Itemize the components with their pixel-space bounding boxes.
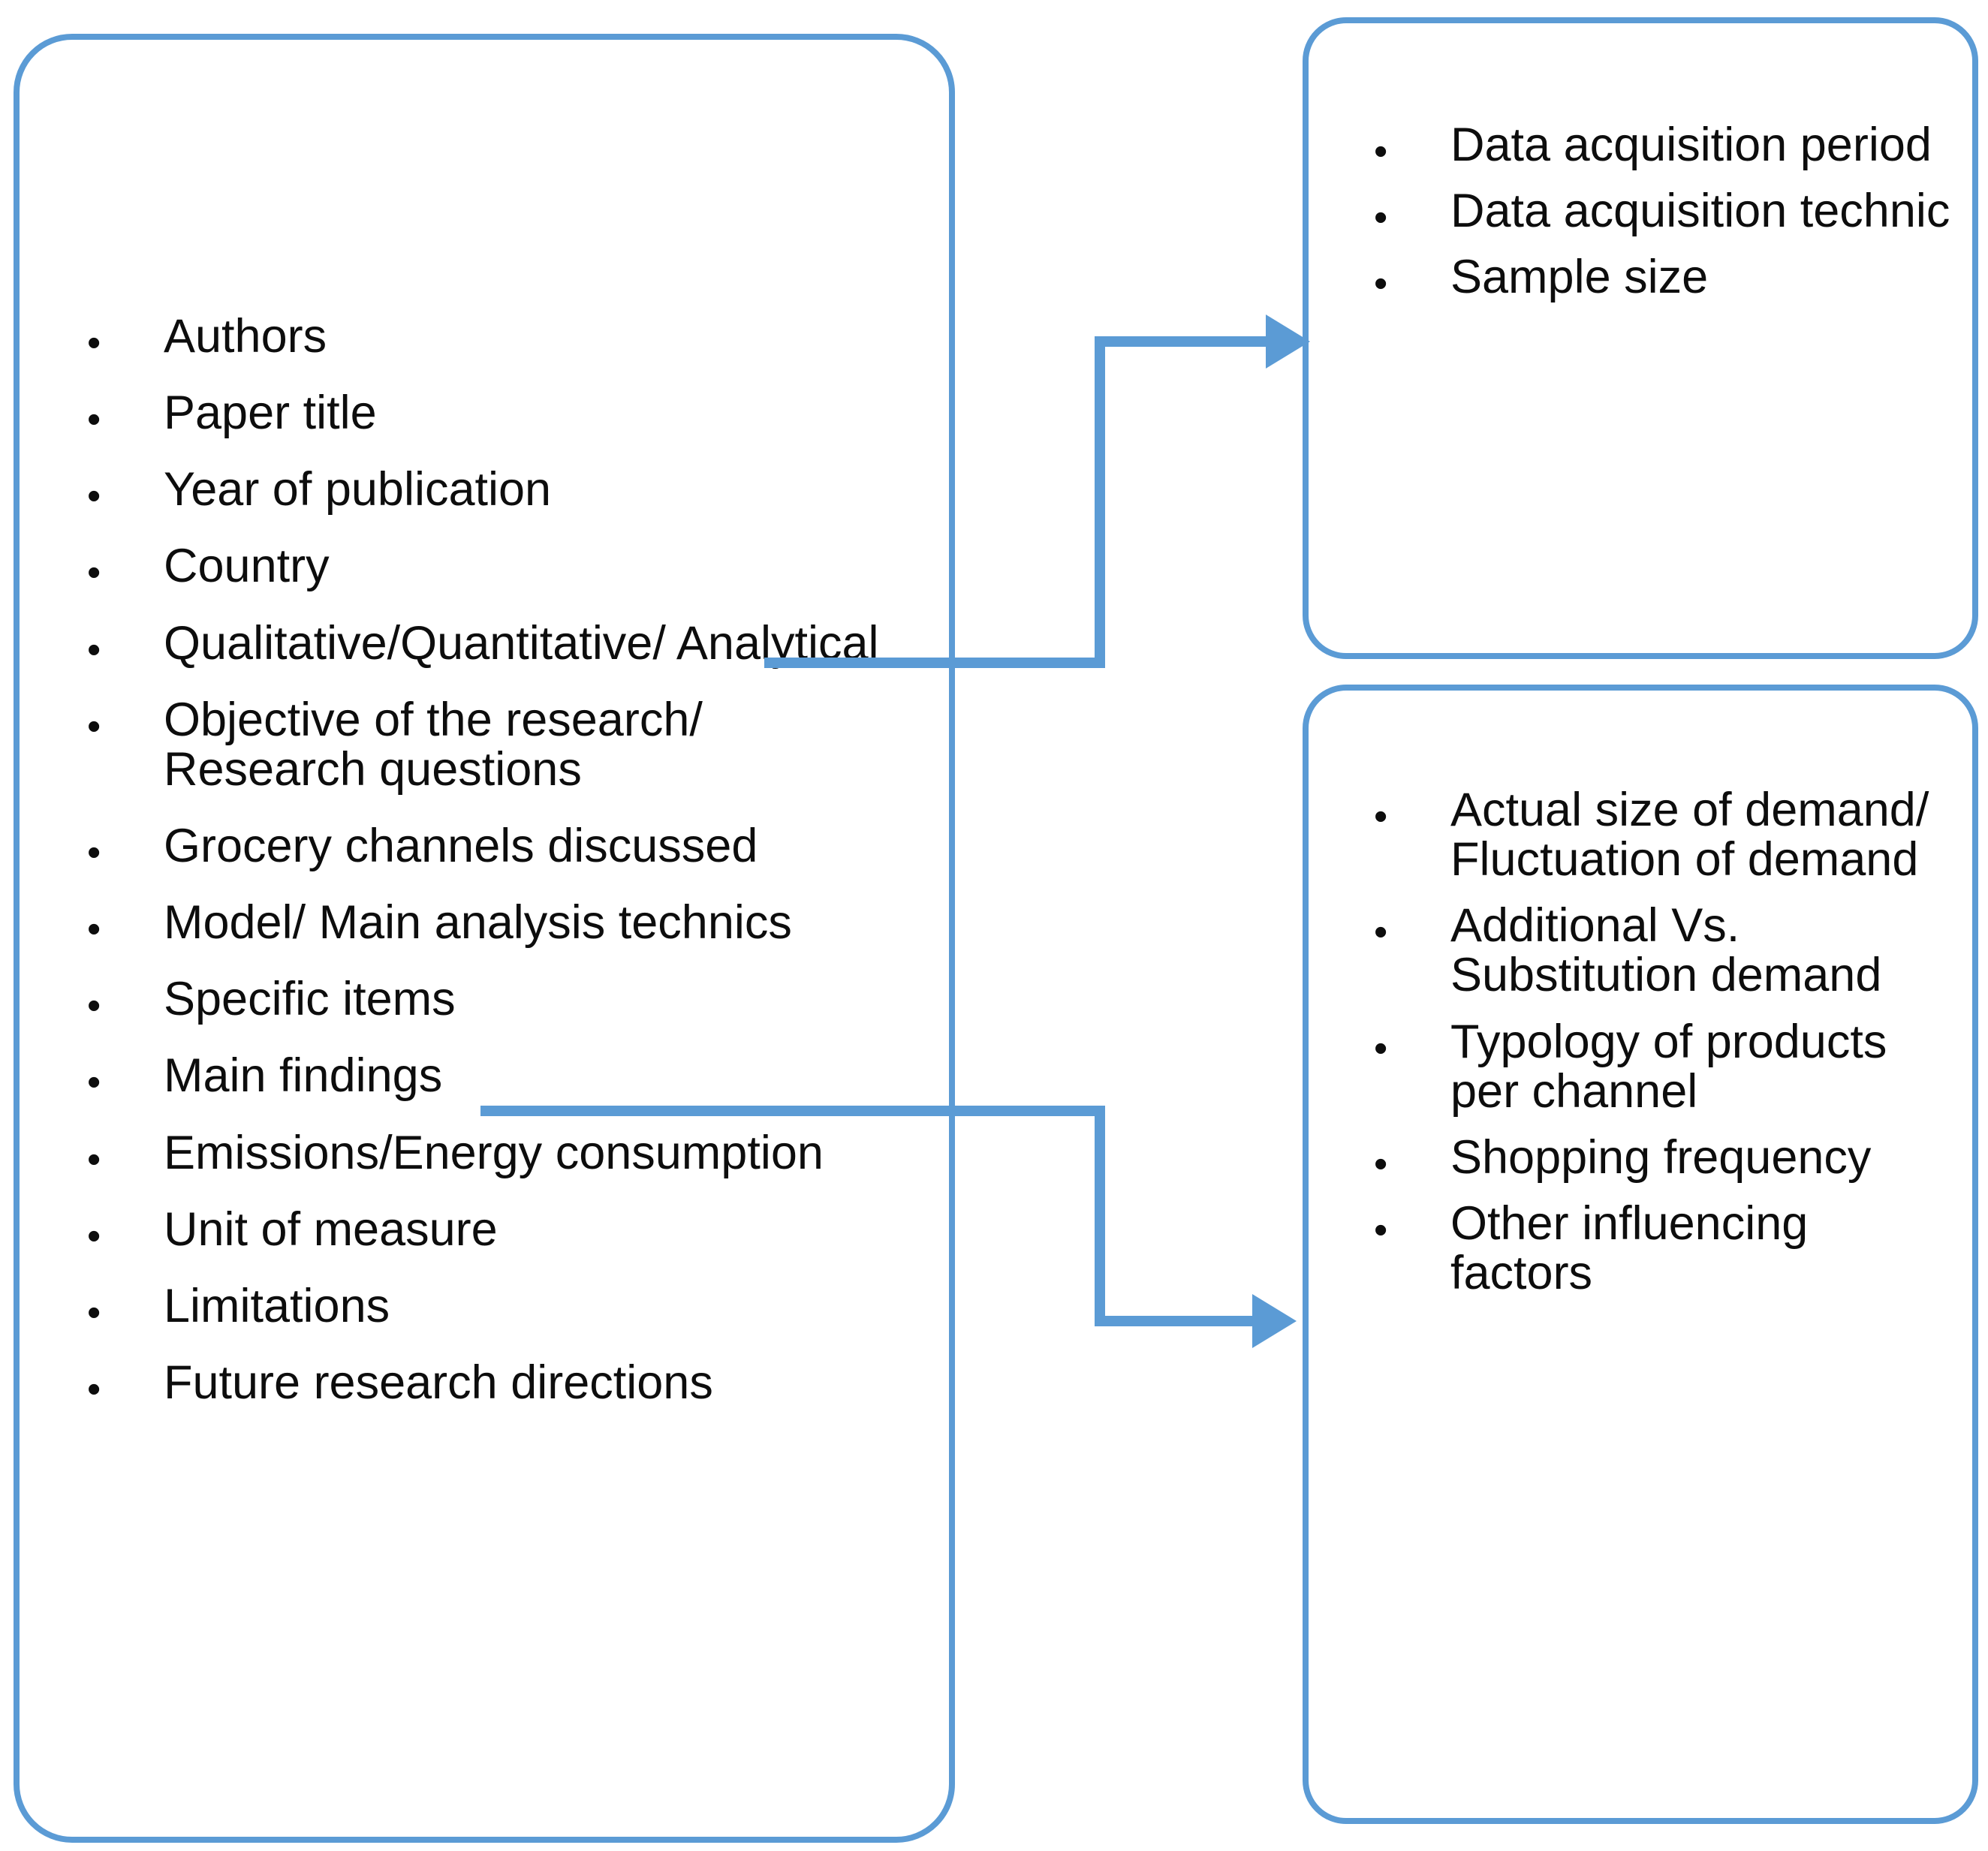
list-item: Main findings: [74, 1051, 914, 1102]
list-item: Emissions/Energy consumption: [74, 1127, 914, 1178]
methodology-details-list: Data acquisition period Data acquisition…: [1360, 120, 1953, 318]
specific-item-details-list: Actual size of demand/ Fluctuation of de…: [1360, 785, 1953, 1314]
list-item: Typology of products per channel: [1360, 1016, 1953, 1115]
list-item: Year of publication: [74, 465, 914, 516]
list-item: Data acquisition technic: [1360, 186, 1953, 237]
list-item: Unit of measure: [74, 1205, 914, 1256]
list-item: Actual size of demand/ Fluctuation of de…: [1360, 785, 1953, 884]
list-item: Future research directions: [74, 1358, 914, 1409]
list-item: Shopping frequency: [1360, 1133, 1953, 1184]
methodology-details-box: [1303, 17, 1978, 659]
list-item: Paper title: [74, 388, 914, 439]
list-item: Specific items: [74, 974, 914, 1025]
list-item: Qualitative/Quantitative/ Analytical: [74, 618, 914, 669]
list-item: Sample size: [1360, 252, 1953, 303]
list-item: Model/ Main analysis technics: [74, 898, 914, 949]
paper-attributes-list: Authors Paper title Year of publication …: [74, 312, 914, 1434]
list-item: Additional Vs. Substitution demand: [1360, 901, 1953, 1000]
list-item: Objective of the research/ Research ques…: [74, 695, 914, 794]
list-item: Country: [74, 541, 914, 592]
list-item: Grocery channels discussed: [74, 821, 914, 872]
list-item: Other influencing factors: [1360, 1199, 1953, 1298]
list-item: Authors: [74, 312, 914, 363]
list-item: Data acquisition period: [1360, 120, 1953, 171]
list-item: Limitations: [74, 1281, 914, 1332]
